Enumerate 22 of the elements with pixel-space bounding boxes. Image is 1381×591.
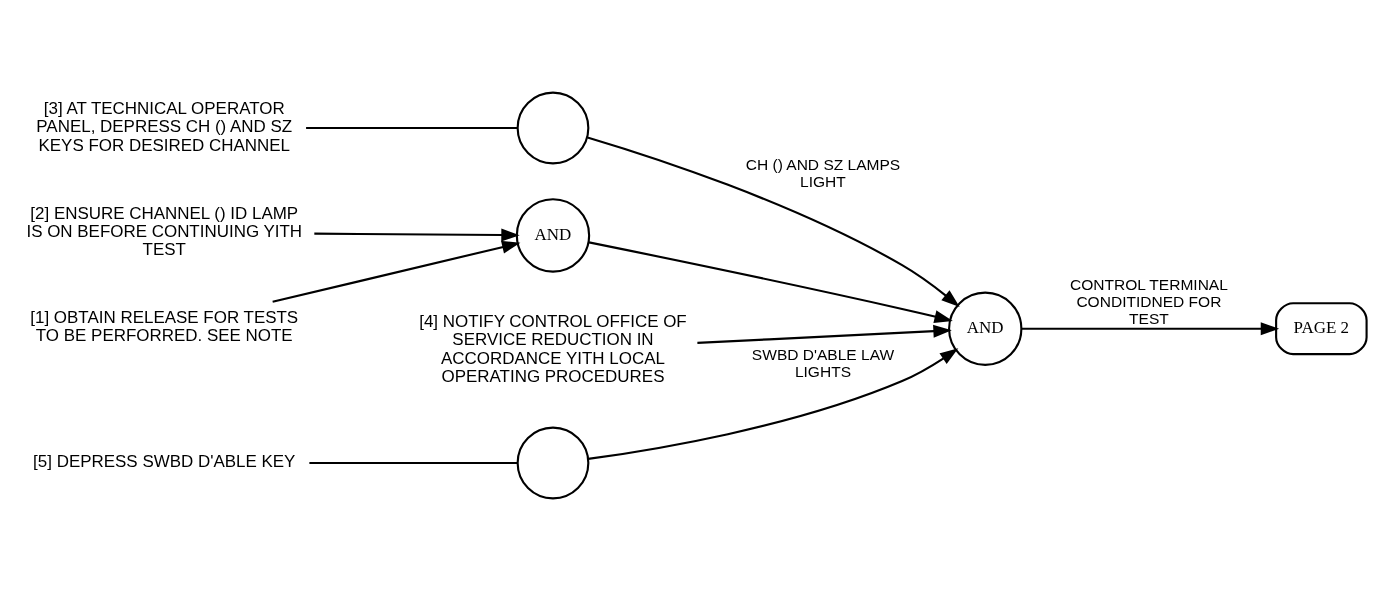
node-circle: AND bbox=[948, 291, 1023, 366]
arrow bbox=[272, 240, 521, 303]
edge-label: CONTROL TERMINAL CONDITIDNED FOR TEST bbox=[1069, 276, 1228, 328]
node-circle bbox=[516, 91, 590, 165]
node-text: [2] ENSURE CHANNEL () ID LAMP IS ON BEFORE CONTINUING YITH TEST bbox=[26, 203, 303, 260]
edge-label: CH () AND SZ LAMPS LIGHT bbox=[745, 156, 901, 191]
node-text: [4] NOTIFY CONTROL OFFICE OF SERVICE REDUCTION IN ACCORDANCE YITH LOCAL OPERATING PROCEDURES bbox=[419, 311, 687, 386]
node-text: [1] OBTAIN RELEASE FOR TESTS TO BE PERFORRED. SEE NOTE bbox=[30, 307, 299, 345]
node-circle: AND bbox=[515, 198, 591, 273]
arrow bbox=[1021, 322, 1280, 336]
node-text: [5] DEPRESS SWBD D'ABLE KEY bbox=[33, 452, 296, 472]
arrow bbox=[588, 241, 953, 323]
connector bbox=[309, 461, 518, 465]
connector bbox=[306, 126, 518, 130]
arrow bbox=[314, 228, 520, 242]
node-box: PAGE 2 bbox=[1275, 302, 1368, 356]
arrow bbox=[697, 324, 952, 344]
edge-label: SWBD D'ABLE LAW LIGHTS bbox=[751, 345, 895, 380]
arrow bbox=[588, 348, 959, 460]
node-circle bbox=[516, 426, 590, 500]
arrow bbox=[587, 136, 960, 307]
node-text: [3] AT TECHNICAL OPERATOR PANEL, DEPRESS CH () AND SZ KEYS FOR DESIRED CHANNEL bbox=[36, 99, 293, 155]
